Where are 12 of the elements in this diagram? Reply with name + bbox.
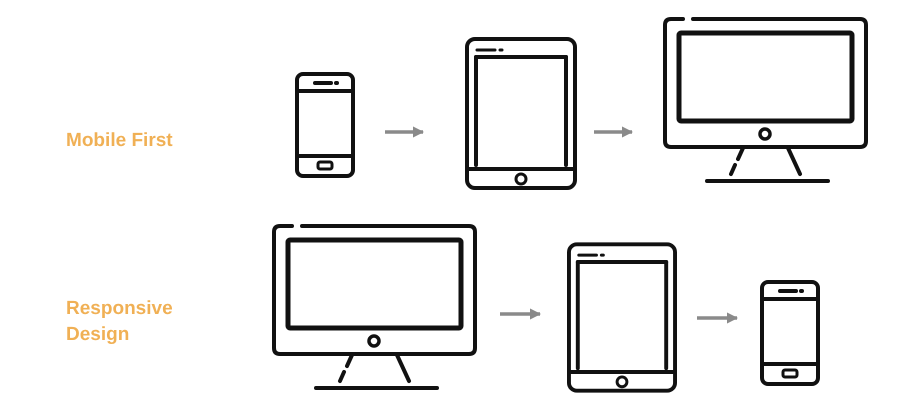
tablet-icon (465, 37, 577, 190)
arrow (385, 126, 424, 138)
desktop-monitor-icon (663, 17, 868, 185)
row-label: Responsive Design (66, 297, 174, 347)
arrow (500, 308, 542, 320)
row-label: Mobile First (66, 129, 174, 153)
desktop-monitor-icon (272, 224, 477, 392)
smartphone-icon (295, 72, 355, 178)
tablet-icon (567, 240, 677, 395)
arrow (697, 312, 738, 324)
smartphone-icon (760, 280, 820, 386)
arrow (594, 126, 634, 138)
